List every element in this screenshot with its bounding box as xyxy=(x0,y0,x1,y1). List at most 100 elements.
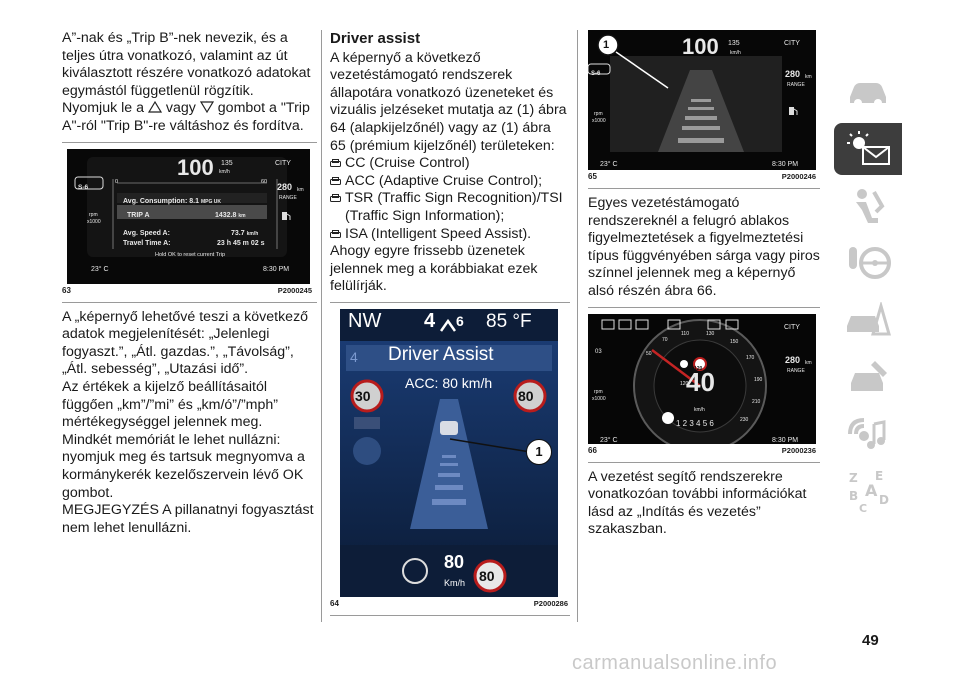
fuel-pump-icon xyxy=(282,211,291,220)
figure-63-trip-screen: 100 135 km/h CITY S-6 0 60 280 km RANGE … xyxy=(67,148,310,284)
watermark: carmanualsonline.info xyxy=(572,652,778,674)
svg-text:Z: Z xyxy=(849,471,858,485)
column-3: 1 100 135 km/h CITY S-6 280 km RANGE rpm… xyxy=(588,30,820,539)
big-speed: 100 xyxy=(682,34,719,59)
next-gear: 6 xyxy=(456,312,464,329)
divider xyxy=(588,188,820,189)
steering-wheel-icon xyxy=(849,247,891,279)
list-item: ACC (Adaptive Cruise Control); xyxy=(330,173,570,191)
tab-maintenance[interactable] xyxy=(834,351,902,403)
multimedia-icon xyxy=(848,418,886,449)
col1-paragraph-3: A „képernyő lehetővé teszi a következő a… xyxy=(62,308,309,378)
figure-63-caption: 63 P2000245 xyxy=(62,285,312,295)
acc-speed-text: ACC: 80 km/h xyxy=(405,374,493,391)
col3-paragraph-1: Egyes vezetéstámogató rendszereknél a fe… xyxy=(588,195,820,299)
avg-speed-value: 73.7 km/h xyxy=(231,229,259,237)
tab-multimedia[interactable] xyxy=(834,408,902,460)
current-speed: 80 xyxy=(444,551,465,572)
tab-vehicle[interactable] xyxy=(834,66,902,118)
divider xyxy=(330,614,570,616)
column-separator xyxy=(321,30,322,622)
figure-65-premium-screen: 1 100 135 km/h CITY S-6 280 km RANGE rpm… xyxy=(588,30,816,170)
clock: 8:30 PM xyxy=(263,265,290,273)
hold-reset-hint: Hold OK to reset current Trip xyxy=(155,251,225,258)
car-bullet-icon xyxy=(330,229,341,238)
gear-shift-up-icon xyxy=(440,318,456,332)
gauge-tick: 210 xyxy=(752,398,761,405)
gauge-tick: 150 xyxy=(730,338,739,345)
callout-1: 1 xyxy=(526,438,552,465)
clock: 8:30 PM xyxy=(772,161,799,168)
outside-temp: 23° C xyxy=(600,161,618,168)
list-item: TSR (Traffic Sign Recognition)/TSI (Traf… xyxy=(330,190,570,225)
range-label: RANGE xyxy=(787,82,805,88)
rpm-unit: x1000 xyxy=(592,395,606,402)
rpm-label: rpm xyxy=(594,388,603,395)
col1-paragraph-4: Az értékek a kijelző beállításaitól függ… xyxy=(62,378,278,431)
gauge-tick: 190 xyxy=(754,376,763,383)
small-value: 120 xyxy=(680,380,689,387)
travel-time-value: 23 h 45 m 02 s xyxy=(217,239,265,247)
warning-light-mail-icon xyxy=(847,131,890,165)
city-mode: CITY xyxy=(784,40,800,47)
col2-paragraph-2: Ahogy egyre frissebb üzenetek jelennek m… xyxy=(330,243,538,295)
outside-temp: 23° C xyxy=(600,436,618,444)
column-2: Driver assist A képernyő a következő vez… xyxy=(330,30,570,622)
range-unit: km xyxy=(297,186,304,193)
section-heading-driver-assist: Driver assist xyxy=(330,30,421,47)
gauge-tick: 70 xyxy=(662,336,668,343)
column-separator xyxy=(577,30,578,622)
range-label: RANGE xyxy=(279,194,297,201)
city-mode: CITY xyxy=(784,323,800,331)
trip-label: TRIP A xyxy=(127,211,150,219)
range-value: 280 xyxy=(785,354,801,365)
car-bullet-icon xyxy=(330,176,341,185)
tools-car-icon xyxy=(851,361,887,391)
gear-left: 03 xyxy=(595,348,602,355)
city-mode: CITY xyxy=(275,159,291,167)
figure-64-caption: 64 P2000286 xyxy=(330,598,568,608)
svg-text:E: E xyxy=(875,469,883,483)
rpm-label: rpm xyxy=(89,211,98,218)
range-value: 280 xyxy=(277,181,293,192)
up-arrow-icon xyxy=(147,101,162,113)
gear-indicator: S-6 xyxy=(591,71,601,77)
svg-text:D: D xyxy=(879,493,889,507)
list-item: CC (Cruise Control) xyxy=(330,155,570,173)
col1-paragraph-1: A”-nak és „Trip B”-nek nevezik, és a tel… xyxy=(62,30,311,99)
current-speed-unit: Km/h xyxy=(444,577,466,588)
speed-unit: km/h xyxy=(730,50,741,56)
down-arrow-icon xyxy=(199,101,214,114)
callout-1: 1 xyxy=(603,39,610,51)
breakdown-icon xyxy=(847,302,891,336)
divider xyxy=(62,301,317,303)
speed-unit: km/h xyxy=(219,168,230,175)
clock: 8:30 PM xyxy=(772,436,799,444)
tab-starting-driving[interactable] xyxy=(834,237,902,289)
col1-paragraph-2: Nyomjuk le a vagy gombot a "Trip A"-ról … xyxy=(62,100,310,134)
page-number: 49 xyxy=(862,632,879,649)
trip-screen-graphic xyxy=(67,148,310,284)
col2-paragraph-1: A képernyő a következő vezetéstámogató r… xyxy=(330,49,567,154)
rpm-label: rpm xyxy=(594,111,603,117)
col1-paragraph-5: Mindkét memóriát le lehet nullázni: nyom… xyxy=(62,431,305,501)
tab-warning-lights[interactable] xyxy=(834,123,902,175)
tab-emergency[interactable] xyxy=(834,294,902,346)
gauge-tick: 50 xyxy=(646,350,652,357)
divider xyxy=(588,461,820,463)
svg-text:C: C xyxy=(859,502,867,514)
figure-64-driver-assist-screen: NW 4 6 85 °F 4 Driver Assist ACC: 80 km/… xyxy=(340,308,558,597)
gear-sequence: 1 2 3 4 5 6 xyxy=(676,418,714,428)
avg-consumption: Avg. Consumption: 8.1 MPG UK xyxy=(123,197,221,205)
gauge-tick: 230 xyxy=(740,416,749,423)
divider xyxy=(62,141,317,143)
tab-safety[interactable] xyxy=(834,180,902,232)
speed-limit: 135 xyxy=(221,159,233,167)
rpm-unit: x1000 xyxy=(592,118,606,124)
figure-65-caption: 65 P2000246 xyxy=(588,172,816,181)
big-speed: 100 xyxy=(177,154,214,180)
speed-limit-left: 30 xyxy=(355,387,371,404)
col1-paragraph-6: MEGJEGYZÉS A pillanatnyi fogyasztást nem… xyxy=(62,502,314,536)
